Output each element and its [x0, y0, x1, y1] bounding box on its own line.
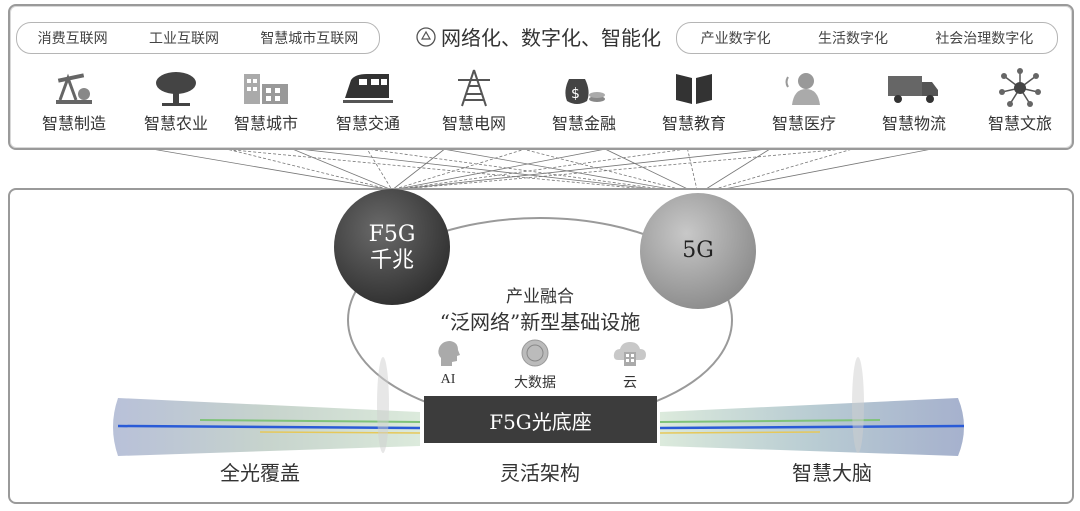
internet-types-pill: 消费互联网 工业互联网 智慧城市互联网 — [16, 22, 380, 54]
app-label: 智慧文旅 — [987, 114, 1052, 133]
fiber-yellow-left — [259, 431, 421, 434]
f5g-base-bar — [424, 396, 657, 443]
fiber-green-right — [659, 419, 881, 423]
fiber-line-left — [117, 424, 421, 430]
app-label: 智慧交通 — [335, 114, 400, 133]
f5g-node-label: F5G 千兆 — [334, 222, 450, 274]
base-label: F5G光底座 — [489, 410, 592, 434]
app-smart-education: 智慧教育 — [644, 68, 744, 134]
pill-item-industrial-internet: 工业互联网 — [148, 31, 219, 47]
train-icon — [343, 74, 393, 103]
buildings-icon — [244, 74, 288, 104]
tech-bigdata: 大数据 — [505, 338, 565, 392]
head-icon — [438, 341, 460, 366]
banner-text: 网络化、数字化、智能化 — [441, 26, 661, 50]
pill-item-industry-digital: 产业数字化 — [700, 31, 771, 47]
pill-item-smart-city-internet: 智慧城市互联网 — [260, 31, 359, 47]
app-label: 智慧物流 — [881, 114, 946, 133]
tech-bigdata-label: 大数据 — [514, 375, 556, 391]
oil-pump-icon — [56, 73, 92, 104]
pill-item-life-digital: 生活数字化 — [817, 31, 888, 47]
application-panel: 消费互联网 工业互联网 智慧城市互联网 网络化、数字化、智能化 产业数字化 生活… — [8, 4, 1074, 150]
banner-title: 网络化、数字化、智能化 — [415, 22, 661, 51]
app-smart-grid: 智慧电网 — [424, 68, 524, 134]
gigabit-label: 千兆 — [369, 248, 414, 273]
pill-item-consumer-internet: 消费互联网 — [37, 31, 108, 47]
app-smart-manufacturing: 智慧制造 — [24, 68, 124, 134]
app-smart-finance: $ 智慧金融 — [534, 68, 634, 134]
connection-line — [255, 133, 699, 195]
tech-cloud: 云 — [605, 338, 655, 392]
network-hub-icon — [999, 68, 1041, 107]
cloud-server-icon — [613, 342, 646, 366]
app-smart-city: 智慧城市 — [216, 68, 316, 134]
app-label: 智慧制造 — [41, 114, 106, 133]
tech-cloud-label: 云 — [623, 375, 637, 391]
tree-icon — [156, 72, 196, 106]
connection-line — [165, 133, 393, 191]
app-label: 智慧医疗 — [771, 114, 836, 133]
foot-flexible: 灵活架构 — [500, 461, 580, 485]
doctor-icon — [785, 73, 820, 105]
app-smart-culture-tourism: 智慧文旅 — [970, 68, 1070, 134]
disc-icon — [521, 339, 549, 367]
infra-label: “泛网络”新型基础设施 — [439, 310, 641, 334]
app-smart-healthcare: 智慧医疗 — [754, 68, 854, 134]
app-smart-agriculture: 智慧农业 — [126, 68, 226, 134]
app-label: 智慧农业 — [143, 114, 208, 133]
digitalization-pill: 产业数字化 生活数字化 社会治理数字化 — [676, 22, 1058, 54]
app-label: 智慧金融 — [551, 114, 616, 133]
app-label: 智慧教育 — [661, 114, 726, 133]
glow-right — [852, 357, 864, 453]
5g-node — [640, 193, 756, 309]
foot-smart-brain: 智慧大脑 — [792, 461, 872, 485]
svg-text:$: $ — [571, 86, 580, 102]
power-tower-icon — [458, 69, 490, 107]
pill-item-governance-digital: 社会治理数字化 — [935, 31, 1034, 47]
foot-all-optical: 全光覆盖 — [220, 461, 300, 485]
fusion-label: 产业融合 — [506, 287, 574, 307]
tech-ai: AI — [428, 338, 468, 388]
app-smart-transportation: 智慧交通 — [318, 68, 418, 134]
f5g-label: F5G — [368, 222, 416, 247]
connection-line — [391, 133, 1011, 191]
truck-icon — [888, 76, 938, 103]
fiber-line-right — [659, 424, 965, 430]
f5g-node — [334, 189, 450, 305]
fiber-yellow-right — [659, 431, 821, 434]
app-label: 智慧城市 — [233, 114, 298, 133]
app-smart-logistics: 智慧物流 — [864, 68, 964, 134]
book-icon — [676, 74, 712, 104]
5g-label: 5G — [682, 238, 714, 263]
recycle-icon — [416, 26, 436, 47]
money-bag-icon: $ — [565, 79, 605, 104]
tech-ai-label: AI — [440, 372, 456, 387]
glow-left — [377, 357, 389, 453]
app-label: 智慧电网 — [441, 114, 506, 133]
